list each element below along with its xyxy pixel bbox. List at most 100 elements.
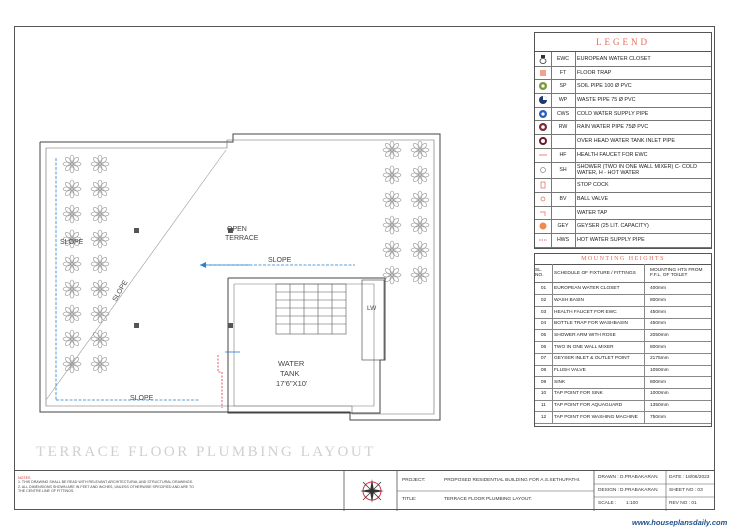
row-sl: 02 — [535, 294, 553, 307]
inner-wall — [45, 139, 435, 415]
row-item: TAP POINT FOR AQUAGUARD — [554, 400, 645, 412]
row-sl: 06 — [535, 341, 553, 353]
legend-desc: HEALTH FAUCET FOR EWC — [577, 151, 648, 158]
tree-icon — [90, 154, 110, 174]
legend-code: HF — [551, 147, 576, 162]
health-faucet-icon — [535, 147, 552, 162]
design-label: DESIGN : — [598, 488, 620, 493]
legend-code — [551, 178, 576, 192]
legend-desc: COLD WATER SUPPLY PIPE — [577, 110, 649, 117]
legend-code — [551, 205, 576, 220]
row-sl: 11 — [535, 400, 553, 412]
row-sl: 03 — [535, 306, 553, 318]
legend-title: LEGEND — [535, 33, 711, 52]
tree-icon — [62, 279, 82, 299]
slope-arrow-head — [200, 262, 206, 268]
drawn-label: DRAWN : — [598, 475, 619, 480]
hot-water-pipes — [217, 355, 223, 408]
rev-number: REV NO : 01 — [669, 501, 697, 506]
tree-icon — [382, 215, 402, 235]
tree-icon — [62, 204, 82, 224]
row-height: 750mm — [650, 414, 666, 420]
stair-room-wall — [227, 277, 386, 414]
row-item: SINK — [554, 376, 645, 388]
tree-icon — [382, 265, 402, 285]
tree-icon — [410, 215, 430, 235]
cold-water-icon — [535, 106, 552, 121]
project-name: PROPOSED RESIDENTIAL BUILDING FOR A.S.SE… — [444, 478, 581, 483]
row-sl: 10 — [535, 388, 553, 400]
row-height: 2175mm — [650, 356, 669, 362]
lw-box — [361, 279, 385, 361]
project-label: PROJECT: — [402, 478, 426, 483]
row-item: SHOWER ARM WITH ROSE — [554, 329, 645, 342]
tree-icon — [90, 179, 110, 199]
water-tank-label-2: TANK — [280, 369, 299, 378]
legend-code: EWC — [551, 52, 576, 66]
open-terrace-label: OPEN — [227, 226, 247, 233]
scale-value: 1:100 — [626, 501, 639, 506]
row-sl: 04 — [535, 318, 553, 330]
row-item: FLUSH VALVE — [554, 364, 645, 377]
tree-icon — [90, 229, 110, 249]
row-height: 1350mm — [650, 403, 669, 409]
floor-trap-icon — [535, 65, 552, 80]
row-item: GEYSER INLET & OUTLET POINT — [554, 353, 645, 365]
columns — [134, 228, 233, 328]
tree-icon — [62, 329, 82, 349]
tree-icon — [62, 354, 82, 374]
legend-code: SP — [551, 79, 576, 94]
tree-icon — [62, 179, 82, 199]
legend-desc: SHOWER (TWO IN ONE WALL MIXER) C- COLD W… — [577, 163, 697, 176]
cold-water-pipes — [55, 158, 355, 401]
legend-code: SH — [551, 161, 576, 179]
row-sl: 01 — [535, 283, 553, 295]
tree-icon — [90, 329, 110, 349]
slope-label-center: SLOPE — [268, 257, 292, 264]
slope-label-diagonal: SLOPE — [112, 279, 130, 303]
row-item: TAP POINT FOR WASHING MACHINE — [554, 411, 645, 424]
legend-desc: GEYSER (25 LIT. CAPACITY) — [577, 223, 649, 230]
legend-code: CWS — [551, 106, 576, 121]
row-height: 800mm — [650, 297, 666, 303]
tree-icon — [410, 265, 430, 285]
tree-icon — [382, 140, 402, 160]
north-compass-icon — [360, 479, 384, 503]
geyser-icon — [535, 219, 552, 234]
row-height: 800mm — [650, 379, 666, 385]
drawing-sheet-border — [14, 26, 715, 510]
shower-icon — [535, 161, 552, 179]
legend-code: FT — [551, 65, 576, 80]
tree-icon — [90, 254, 110, 274]
drawn-value: D.PRABAKARAN — [620, 475, 658, 480]
legend-row: STOP COCK — [535, 178, 711, 193]
legend-row: WATER TAP — [535, 205, 711, 221]
legend-code: HWS — [551, 233, 576, 247]
stair-steps — [275, 283, 347, 335]
row-item: TAP POINT FOR SINK — [554, 388, 645, 400]
tree-icon — [382, 190, 402, 210]
date-label: DATE : 18/06/2023 — [669, 475, 710, 480]
hot-water-icon — [535, 233, 552, 247]
legend-code: BV — [551, 192, 576, 206]
sheet-number: SHEET NO : 03 — [669, 488, 703, 493]
legend-desc: WATER TAP — [577, 209, 608, 216]
lw-label: LW — [367, 305, 377, 312]
row-height: 800mm — [650, 344, 666, 350]
